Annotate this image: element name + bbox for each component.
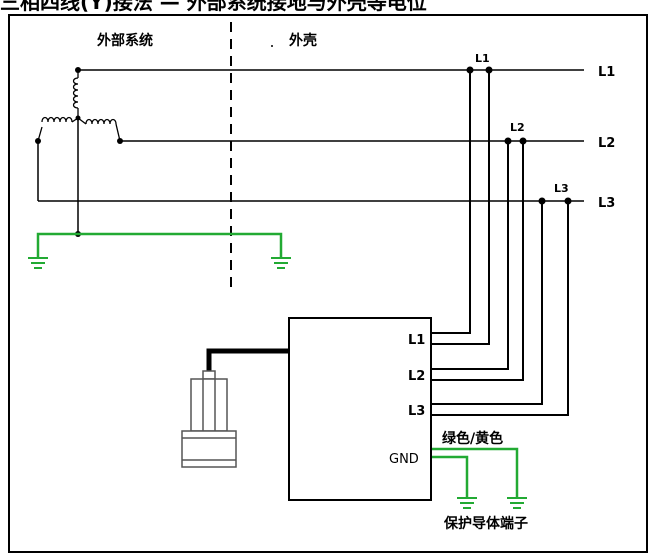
- motor-cable: [206, 348, 289, 373]
- node-l1-source: [75, 67, 81, 73]
- transformer-coil-icon: [37, 70, 121, 142]
- ground-wire-color-note: 绿色/黄色: [442, 430, 503, 447]
- ground-symbol-icon: [507, 497, 527, 509]
- tap-label-l1: L1: [475, 52, 490, 65]
- terminal-label-l2: L2: [408, 369, 425, 384]
- ground-symbol-icon: [28, 257, 48, 269]
- diagram-frame: [8, 14, 648, 553]
- node-l2-source: [117, 138, 123, 144]
- drive-feed-wires: [432, 70, 569, 416]
- tap-label-l2: L2: [510, 121, 525, 134]
- speck: [271, 45, 273, 47]
- tap-label-l3: L3: [554, 182, 569, 195]
- external-ground-wire: [36, 232, 283, 258]
- terminal-label-l3: L3: [408, 404, 425, 419]
- drive-unit: [288, 317, 432, 501]
- ground-symbol-icon: [457, 497, 477, 509]
- pe-wire: [432, 447, 519, 498]
- pe-wire: [432, 455, 469, 498]
- motor-icon: [181, 370, 237, 468]
- terminal-label-gnd: GND: [389, 452, 419, 467]
- line-label-l2: L2: [598, 136, 615, 151]
- external-system-label: 外部系统: [97, 32, 153, 49]
- line-label-l3: L3: [598, 196, 615, 211]
- page-title: 三相四线(Y)接法 — 外部系统接地与外壳等电位: [0, 0, 427, 14]
- line-label-l1: L1: [598, 65, 615, 80]
- enclosure-label: 外壳: [289, 32, 317, 49]
- pe-terminal-label: 保护导体端子: [443, 515, 528, 532]
- ground-symbol-icon: [271, 257, 291, 269]
- terminal-label-l1: L1: [408, 333, 425, 348]
